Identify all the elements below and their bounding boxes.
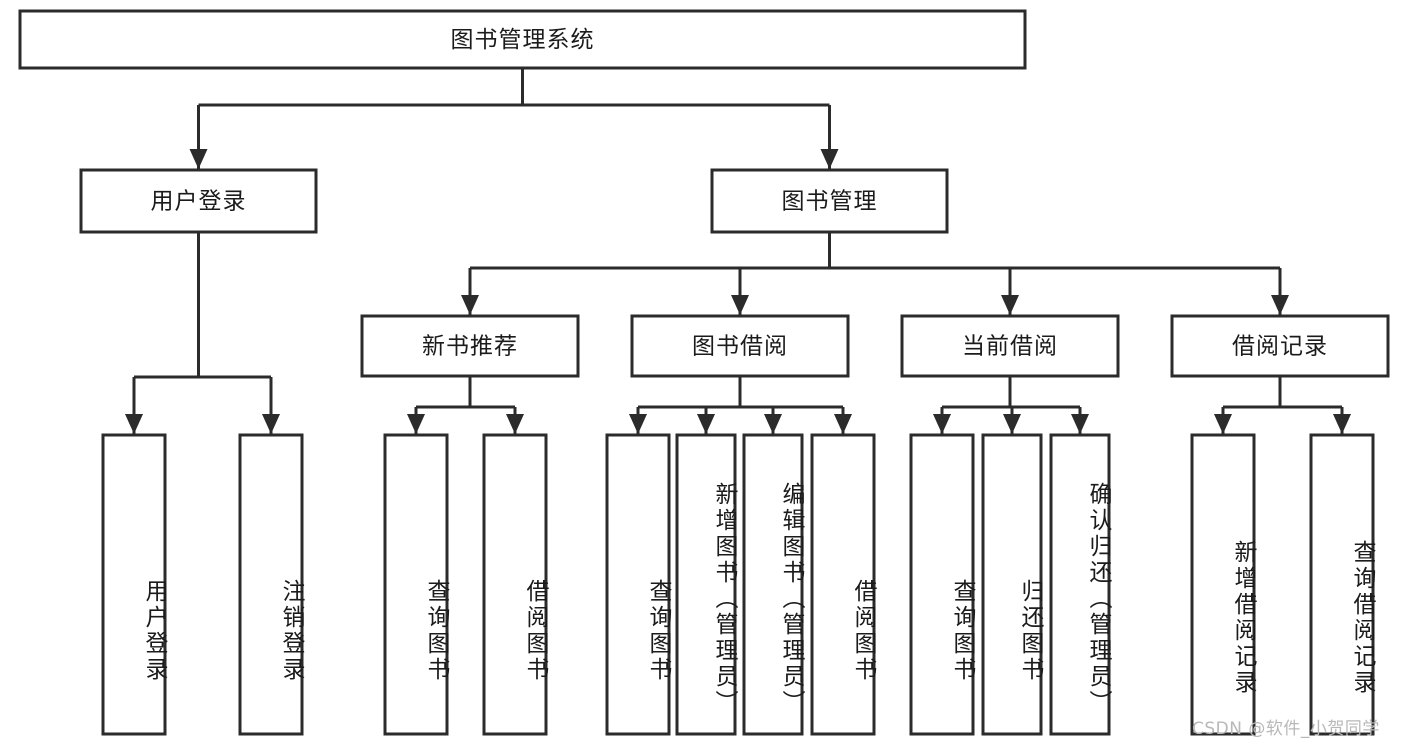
- node-box-bb-edit[interactable]: [742, 433, 804, 736]
- node-box-cb-return[interactable]: [981, 433, 1043, 736]
- connector-edges: [125, 68, 1351, 434]
- arrow-head-icon: [125, 414, 143, 434]
- csdn-watermark: CSDN @软件_小贺同学: [1192, 719, 1380, 739]
- arrow-head-icon: [461, 295, 479, 315]
- node-box-br-query[interactable]: [1309, 433, 1375, 736]
- arrow-head-icon: [820, 149, 839, 169]
- arrow-head-icon: [764, 414, 782, 434]
- arrow-head-icon: [189, 149, 208, 169]
- node-label-current-borrow: 当前借阅: [962, 334, 1058, 360]
- arrow-head-icon: [1333, 414, 1351, 434]
- arrow-head-icon: [731, 295, 749, 315]
- node-box-book-manage[interactable]: [710, 168, 949, 234]
- arrow-head-icon: [1071, 414, 1089, 434]
- arrow-head-icon: [262, 414, 280, 434]
- node-box-book-borrow[interactable]: [630, 314, 850, 378]
- node-box-user-login[interactable]: [79, 168, 318, 234]
- arrow-head-icon: [1214, 414, 1232, 434]
- arrow-head-icon: [407, 414, 425, 434]
- node-label-book-borrow: 图书借阅: [692, 334, 788, 360]
- node-box-new-book-rec[interactable]: [360, 314, 580, 378]
- node-label-root: 图书管理系统: [451, 27, 595, 53]
- node-box-bb-add[interactable]: [675, 433, 737, 736]
- node-label-book-manage: 图书管理: [782, 189, 878, 215]
- node-box-current-borrow[interactable]: [900, 314, 1120, 378]
- node-label-borrow-record: 借阅记录: [1232, 334, 1328, 360]
- node-box-bb-query[interactable]: [605, 433, 671, 736]
- arrow-head-icon: [506, 414, 524, 434]
- node-boxes: [18, 9, 1390, 736]
- arrow-head-icon: [933, 414, 951, 434]
- node-box-leaf-logout[interactable]: [238, 433, 304, 736]
- node-box-br-add[interactable]: [1190, 433, 1256, 736]
- arrow-head-icon: [1003, 414, 1021, 434]
- arrow-head-icon: [629, 414, 647, 434]
- node-box-leaf-user-login[interactable]: [101, 433, 167, 736]
- node-label-new-book-rec: 新书推荐: [422, 334, 518, 360]
- node-box-nbr-borrow[interactable]: [482, 433, 548, 736]
- arrow-head-icon: [1001, 295, 1019, 315]
- node-box-cb-query[interactable]: [909, 433, 975, 736]
- node-box-bb-borrow[interactable]: [810, 433, 876, 736]
- node-box-root[interactable]: [18, 9, 1027, 70]
- node-box-cb-confirm[interactable]: [1049, 433, 1111, 736]
- arrow-head-icon: [1271, 295, 1289, 315]
- arrow-head-icon: [834, 414, 852, 434]
- arrow-head-icon: [697, 414, 715, 434]
- node-box-nbr-query[interactable]: [383, 433, 449, 736]
- node-box-borrow-record[interactable]: [1170, 314, 1390, 378]
- node-label-user-login: 用户登录: [151, 189, 247, 215]
